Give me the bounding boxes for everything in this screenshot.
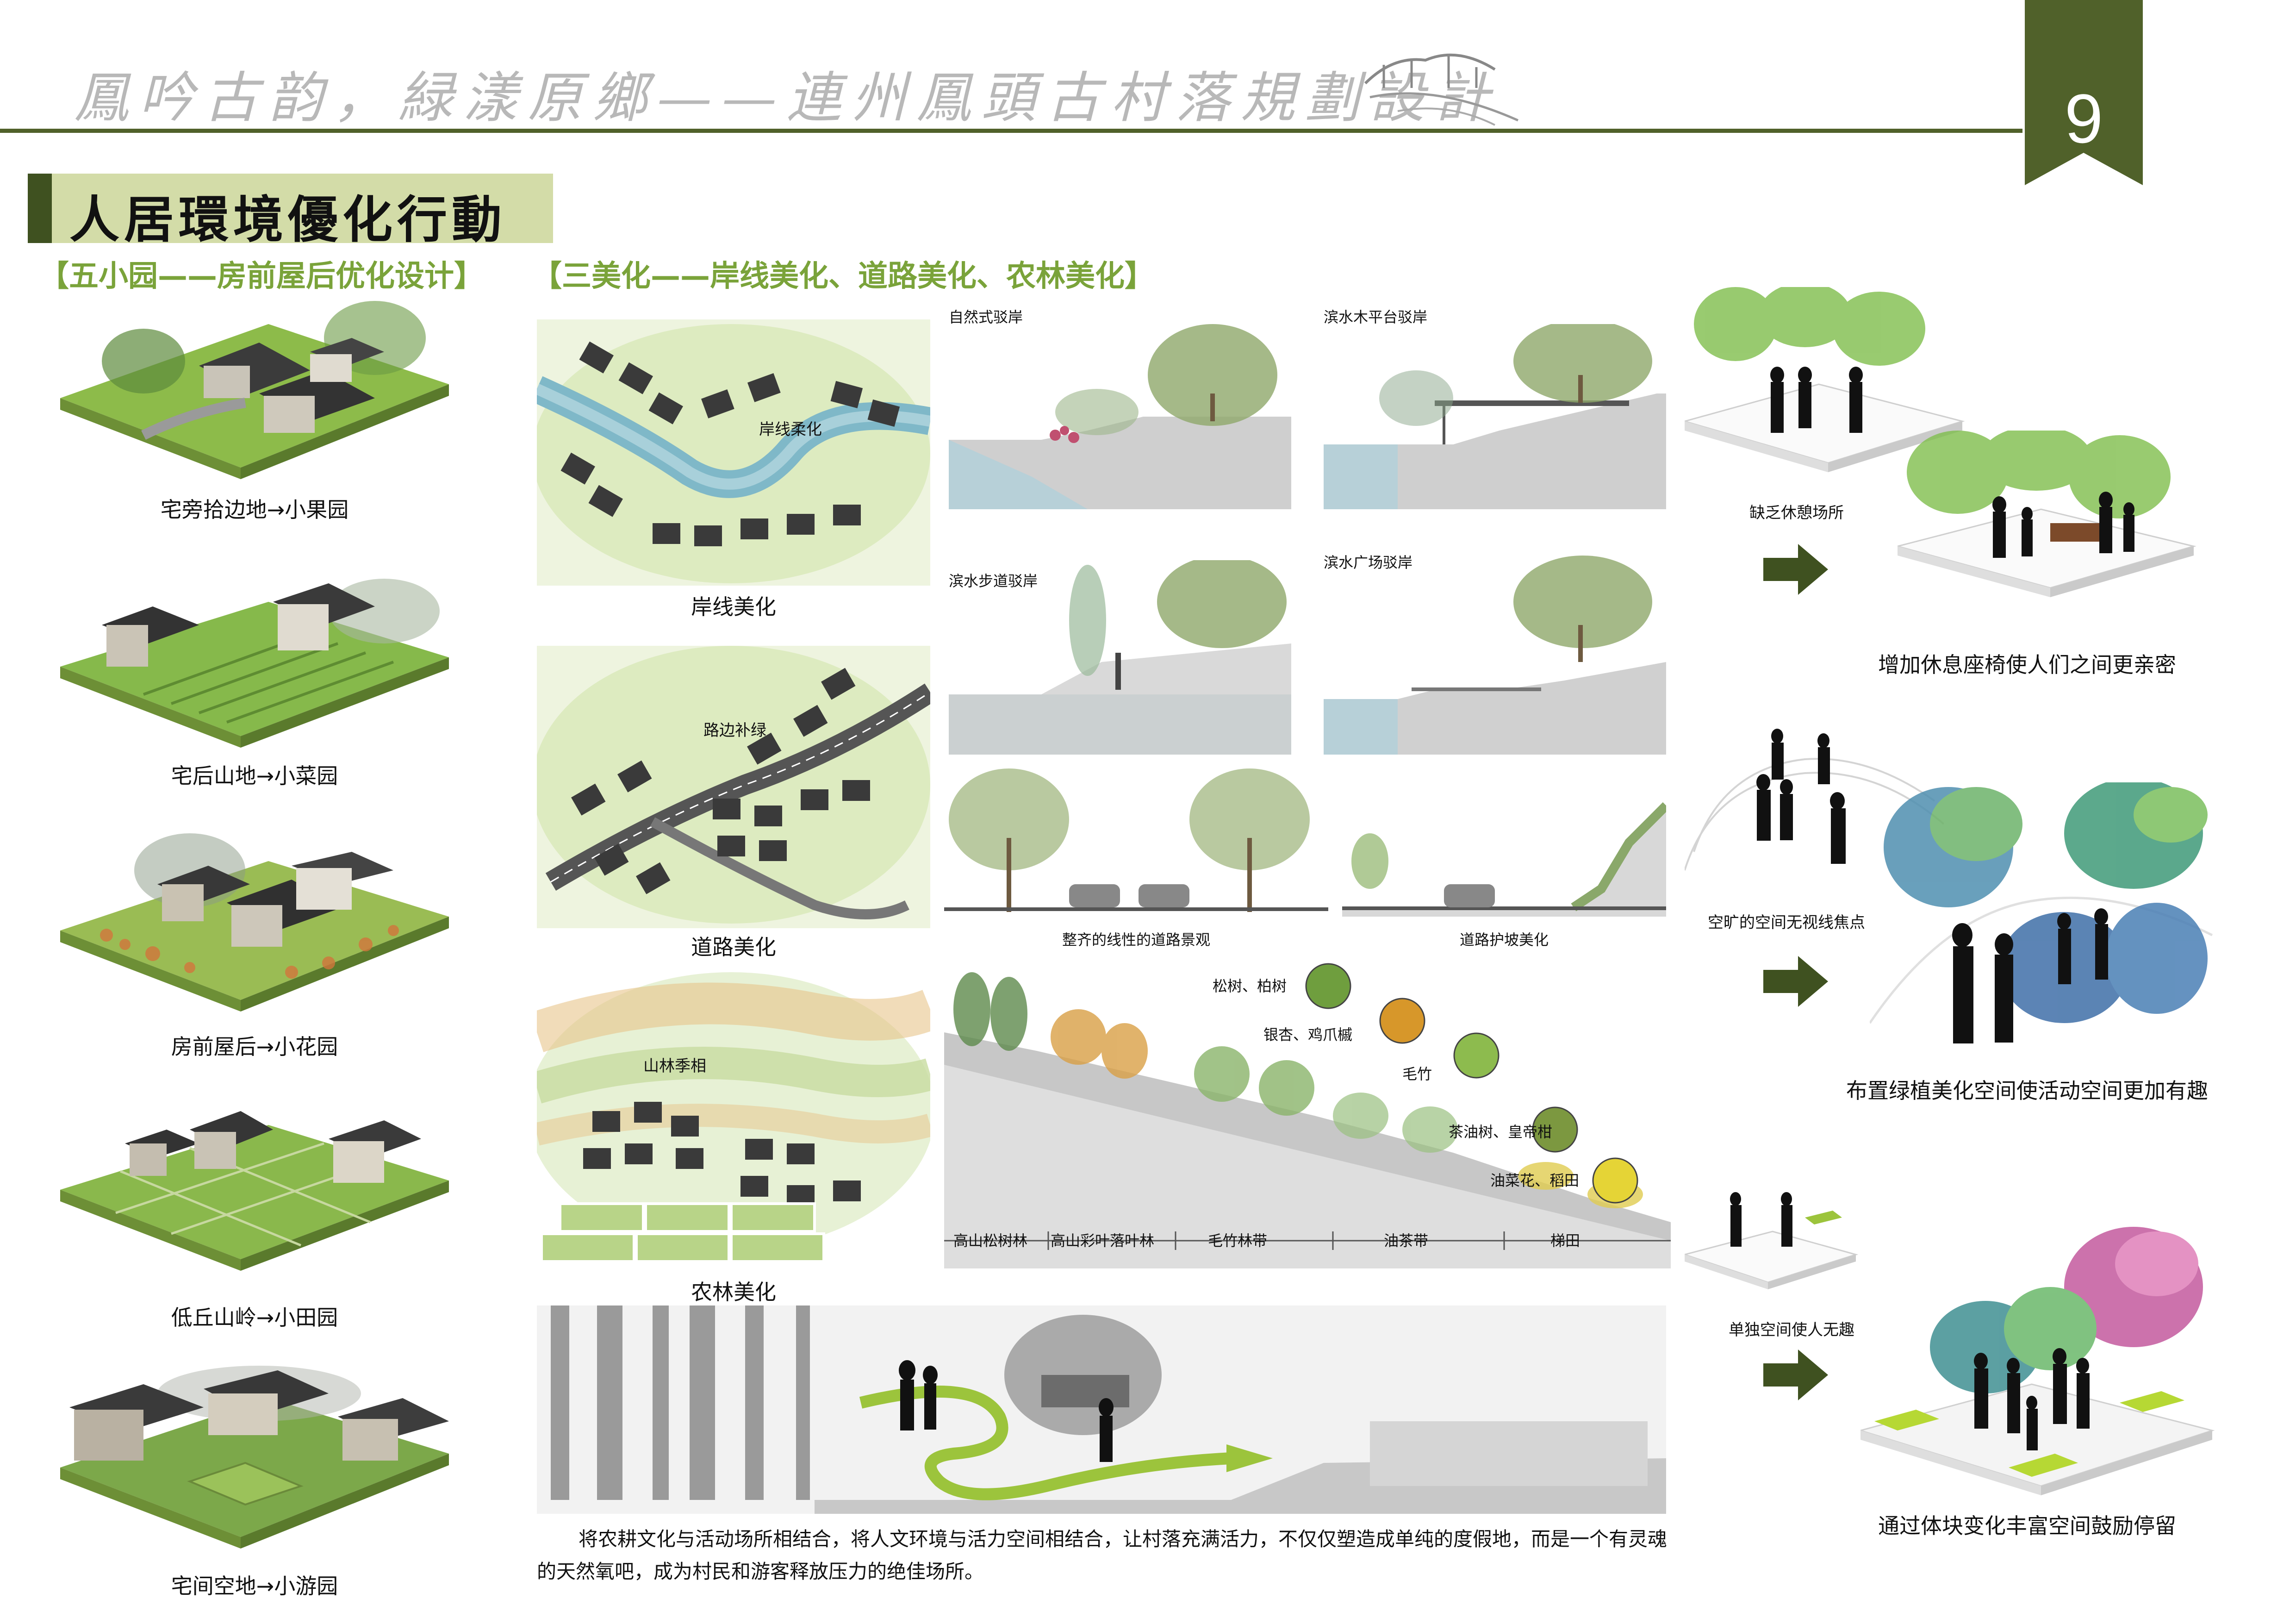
page-tab (2025, 0, 2143, 185)
slope-label-pine: 松树、柏树 (1213, 977, 1287, 995)
natural-bank-section (949, 324, 1291, 509)
slope-road-section (1342, 802, 1666, 917)
slope-label-bamboo: 毛竹 (1402, 1065, 1432, 1083)
left-item-1-label: 宅旁拾边地→小果园 (160, 497, 349, 522)
play-garden-illustration (60, 1366, 449, 1549)
right-item-1-before: 缺乏休憩场所 (1749, 504, 1844, 522)
field-garden-illustration (60, 1111, 449, 1271)
left-item-2-label: 宅后山地→小菜园 (171, 763, 338, 788)
slope-label-rapeseed: 油菜花、稻田 (1490, 1172, 1580, 1189)
right-item-2-after: 布置绿植美化空间使活动空间更加有趣 (1846, 1078, 2208, 1103)
linear-road-label: 整齐的线性的道路景观 (1062, 931, 1210, 949)
road-map-label: 路边补绿 (703, 721, 766, 740)
slope-road-label: 道路护坡美化 (1459, 931, 1549, 949)
walkway-bank-label: 滨水步道驳岸 (949, 572, 1038, 590)
slope-label-ginkgo: 银杏、鸡爪槭 (1263, 1026, 1353, 1043)
road-map-caption: 道路美化 (691, 935, 776, 960)
header-rule (0, 129, 2022, 133)
left-column-heading: 【五小园——房前屋后优化设计】 (39, 259, 484, 294)
page-title: 鳳吟古韵，緑漾原鄉——連州鳳頭古村落規劃設計 (74, 66, 1500, 130)
natural-bank-label: 自然式驳岸 (949, 308, 1023, 326)
right-item-3-after: 通过体块变化丰富空间鼓励停留 (1878, 1513, 2176, 1538)
section-banner (28, 174, 553, 243)
left-item-5-label: 宅间空地→小游园 (171, 1574, 338, 1599)
arrow-right-icon (1763, 544, 1828, 595)
left-item-3-label: 房前屋后→小花园 (171, 1034, 338, 1059)
section-title: 人居環境優化行動 (69, 191, 507, 249)
single-space-before-illustration (1685, 1192, 1859, 1289)
slope-zone-1: 高山松树林 (953, 1232, 1028, 1249)
left-item-4-label: 低丘山岭→小田园 (171, 1305, 338, 1330)
slope-label-tea-oil: 茶油树、皇帝柑 (1449, 1123, 1553, 1141)
wood-platform-bank-label: 滨水木平台驳岸 (1324, 308, 1428, 326)
mountain-slope-section (944, 963, 1671, 1268)
forest-map-label: 山林季相 (643, 1057, 706, 1075)
middle-column-heading: 【三美化——岸线美化、道路美化、农林美化】 (532, 259, 1154, 294)
rest-space-before-illustration (1685, 287, 1965, 472)
right-item-2-before: 空旷的空间无视线焦点 (1708, 913, 1865, 932)
body-paragraph: 将农耕文化与活动场所相结合，将人文环境与活力空间相结合，让村落充满活力，不仅仅塑… (537, 1528, 1668, 1583)
single-space-after-illustration (1860, 1227, 2215, 1495)
shoreline-map (537, 319, 930, 586)
linear-road-section (944, 768, 1328, 912)
plaza-bank-label: 滨水广场驳岸 (1324, 554, 1413, 571)
shoreline-map-caption: 岸线美化 (691, 594, 776, 619)
road-map (537, 646, 930, 928)
page-number: 9 (2064, 80, 2103, 157)
open-space-after-illustration (1870, 782, 2213, 1043)
fruit-garden-illustration (60, 301, 449, 479)
pavilion-logo (1364, 53, 1519, 126)
forest-map (537, 972, 930, 1268)
right-item-1-after: 增加休息座椅使人们之间更亲密 (1878, 652, 2176, 677)
landscape-panorama (537, 1305, 1666, 1514)
flower-garden-illustration (60, 833, 449, 1012)
slope-zone-3: 毛竹林带 (1208, 1232, 1268, 1249)
walkway-bank-section (949, 560, 1291, 755)
forest-map-caption: 农林美化 (691, 1280, 776, 1305)
rest-space-after-illustration (1898, 431, 2196, 597)
section-banner-bar (28, 174, 52, 243)
right-item-3-before: 单独空间使人无趣 (1729, 1321, 1854, 1339)
wood-platform-bank-section (1324, 324, 1666, 509)
arrow-right-icon (1763, 1349, 1828, 1400)
shoreline-map-label: 岸线柔化 (759, 420, 822, 439)
plaza-bank-section (1324, 556, 1666, 755)
slope-zone-2: 高山彩叶落叶林 (1051, 1232, 1155, 1249)
vegetable-garden-illustration (60, 579, 449, 748)
slope-zone-5: 梯田 (1550, 1232, 1580, 1249)
arrow-right-icon (1763, 956, 1828, 1007)
open-space-before-illustration (1685, 729, 1944, 871)
slope-zone-4: 油茶带 (1384, 1232, 1429, 1249)
